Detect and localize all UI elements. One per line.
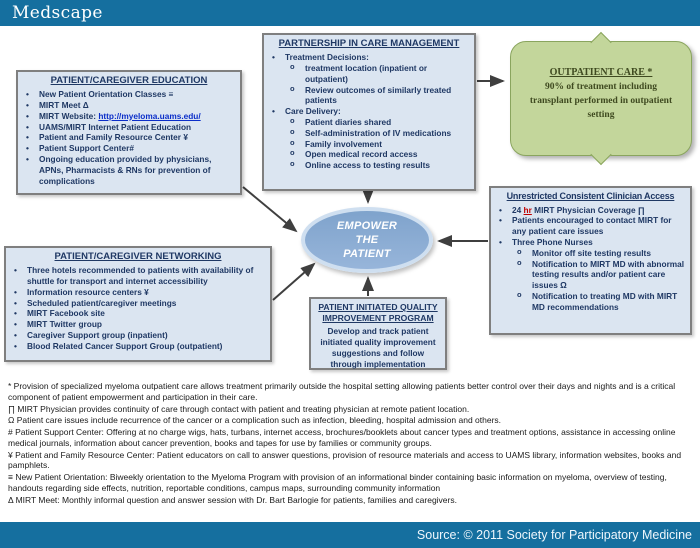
list-item: Online access to testing results	[264, 159, 474, 171]
empower-line2: THE	[355, 233, 379, 246]
list-item: MIRT Twitter group	[6, 319, 270, 330]
medscape-logo: Medscape	[12, 3, 103, 23]
list-item: Ongoing education provided by physicians…	[18, 154, 240, 186]
patient-caregiver-networking-box: PATIENT/CAREGIVER NETWORKING Three hotel…	[4, 246, 272, 362]
list-item-website: MIRT Website: http://myeloma.uams.edu/	[18, 111, 240, 122]
list-item: Notification to MIRT MD with abnormal te…	[491, 258, 690, 291]
clinician-access-box: Unrestricted Consistent Clinician Access…	[489, 186, 692, 335]
list-item: Three hotels recommended to patients wit…	[6, 265, 270, 287]
website-label: MIRT Website:	[39, 110, 97, 121]
empower-line3: PATIENT	[343, 248, 391, 261]
footnote: # Patient Support Center: Offering at no…	[8, 427, 676, 448]
list-item: Information resource centers ¥	[6, 287, 270, 298]
list-item: Care Delivery:	[264, 106, 474, 117]
coverage-hr: hr	[523, 204, 532, 215]
footnote: ¥ Patient and Family Resource Center: Pa…	[8, 449, 682, 471]
footnote: ∏ MIRT Physician provides continuity of …	[8, 403, 470, 414]
list-item: Monitor off site testing results	[491, 247, 690, 259]
quality-improvement-program-box: PATIENT INITIATED QUALITY IMPROVEMENT PR…	[309, 297, 447, 370]
empower-line1: EMPOWER	[336, 219, 398, 232]
partnership-care-management-box: PARTNERSHIP IN CARE MANAGEMENT Treatment…	[262, 33, 476, 191]
list-item: Patient and Family Resource Center ¥	[18, 132, 240, 143]
list-item: UAMS/MIRT Internet Patient Education	[18, 122, 240, 133]
qi-body: Develop and track patient initiated qual…	[320, 326, 436, 369]
footnote: * Provision of specialized myeloma outpa…	[8, 381, 676, 402]
empower-the-patient-ellipse: EMPOWER THE PATIENT	[301, 207, 433, 273]
list-item: Open medical record access	[264, 148, 474, 160]
networking-title: PATIENT/CAREGIVER NETWORKING	[54, 251, 222, 262]
coverage-post: MIRT Physician Coverage ∏	[531, 204, 645, 215]
list-item: Caregiver Support group (inpatient)	[6, 330, 270, 341]
footer-bar: Source: © 2011 Society for Participatory…	[0, 522, 700, 548]
source-credit: Source: © 2011 Society for Participatory…	[416, 528, 692, 542]
list-item: Scheduled patient/caregiver meetings	[6, 298, 270, 309]
list-item: MIRT Facebook site	[6, 308, 270, 319]
outpatient-care-box: OUTPATIENT CARE * 90% of treatment inclu…	[510, 41, 692, 156]
arrow-networking-to-center	[272, 262, 316, 301]
list-item: New Patient Orientation Classes ≡	[18, 89, 240, 100]
list-item: Self-administration of IV medications	[264, 127, 474, 139]
list-item: Review outcomes of similarly treated pat…	[264, 84, 474, 107]
footnotes-block: * Provision of specialized myeloma outpa…	[8, 381, 696, 507]
arrow-education-to-center	[242, 186, 298, 233]
outpatient-title: OUTPATIENT CARE *	[549, 67, 653, 78]
partnership-title: PARTNERSHIP IN CARE MANAGEMENT	[278, 38, 460, 49]
qi-title: PATIENT INITIATED QUALITY IMPROVEMENT PR…	[318, 302, 438, 324]
list-item: Treatment Decisions:	[264, 52, 474, 63]
list-item: Family involvement	[264, 138, 474, 150]
list-item: Blood Related Cancer Support Group (outp…	[6, 341, 270, 352]
header-bar: Medscape	[0, 0, 700, 26]
coverage-pre: 24	[512, 204, 524, 215]
list-item: MIRT Meet Δ	[18, 100, 240, 111]
footnote: Ω Patient care issues include recurrence…	[8, 415, 502, 426]
list-item: Patient Support Center#	[18, 143, 240, 154]
list-item: Notification to treating MD with MIRT MD…	[491, 290, 690, 313]
list-item: Three Phone Nurses	[491, 237, 690, 248]
clinician-title: Unrestricted Consistent Clinician Access	[506, 191, 675, 201]
list-item: Patients encouraged to contact MIRT for …	[491, 215, 690, 237]
myeloma-website-link[interactable]: http://myeloma.uams.edu/	[98, 110, 201, 121]
list-item: Patient diaries shared	[264, 116, 474, 128]
footnote: Δ MIRT Meet: Monthly informal question a…	[8, 494, 457, 505]
education-title: PATIENT/CAREGIVER EDUCATION	[50, 75, 208, 86]
empower-text: EMPOWER THE PATIENT	[337, 219, 397, 262]
footnote: ≡ New Patient Orientation: Biweekly orie…	[8, 472, 667, 494]
outpatient-body: 90% of treatment including transplant pe…	[529, 82, 673, 120]
list-item: treatment location (inpatient or outpati…	[264, 62, 474, 85]
patient-caregiver-education-box: PATIENT/CAREGIVER EDUCATION New Patient …	[16, 70, 242, 195]
list-item-coverage: 24 hr MIRT Physician Coverage ∏	[491, 205, 690, 216]
